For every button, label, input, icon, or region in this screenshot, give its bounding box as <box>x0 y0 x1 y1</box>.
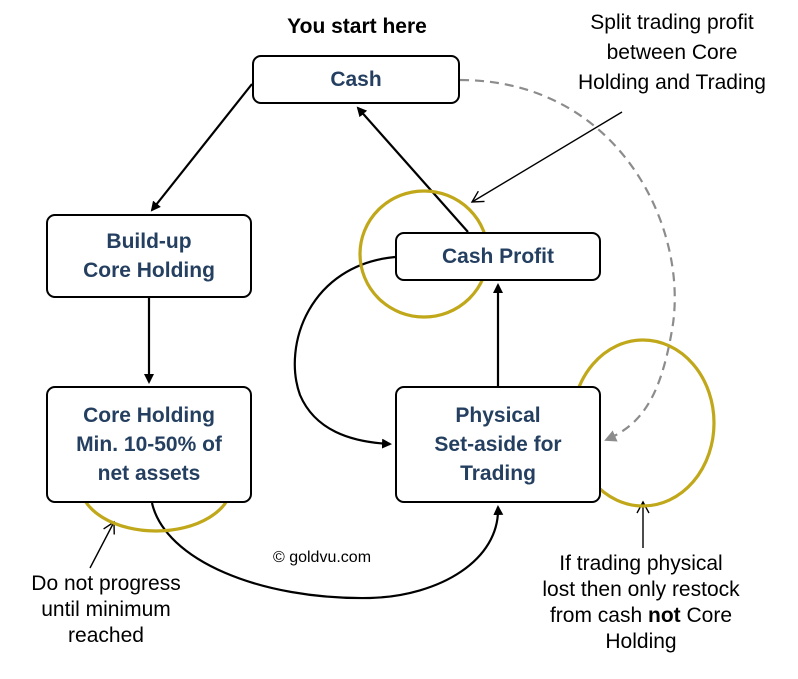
note-split-line2: between Core <box>606 41 738 64</box>
copyright-text: © goldvu.com <box>272 549 372 566</box>
note-trading-restock: If trading physical lost then only resto… <box>511 551 771 655</box>
note-progress-line3: reached <box>68 624 144 647</box>
note-progress-line1: Do not progress <box>31 572 181 595</box>
node-coreholding-line3: net assets <box>97 462 201 485</box>
node-core-holding: Core Holding Min. 10-50% of net assets <box>46 386 252 503</box>
note-trading-line4: Holding <box>605 630 677 653</box>
node-coreholding-line1: Core Holding <box>83 404 215 427</box>
pointer-progress-note <box>89 520 115 569</box>
node-cashprofit-label: Cash Profit <box>441 245 554 268</box>
note-do-not-progress: Do not progress until minimum reached <box>6 571 206 649</box>
node-physical-trading: Physical Set-aside for Trading <box>395 386 601 503</box>
node-cash-profit: Cash Profit <box>395 232 601 281</box>
note-split-line1: Split trading profit <box>590 11 754 34</box>
note-trading-line3: from cash not Core <box>511 603 771 629</box>
note-trading-line3-bold: not <box>648 604 681 627</box>
note-trading-line1: If trading physical <box>559 552 723 575</box>
note-trading-line3-post: Core <box>680 604 733 627</box>
node-buildup-core-holding: Build-up Core Holding <box>46 214 252 298</box>
node-buildup-line2: Core Holding <box>83 259 215 282</box>
arrow-cashprofit-loop-to-physical <box>293 255 396 449</box>
start-label-text: You start here <box>287 15 427 38</box>
node-physical-line1: Physical <box>455 404 541 427</box>
note-trading-line2: lost then only restock <box>542 578 740 601</box>
node-cash: Cash <box>252 55 460 104</box>
node-cash-label: Cash <box>330 68 382 91</box>
arrow-coreholding-to-physical <box>150 502 504 600</box>
note-split-line3: Holding and Trading <box>578 71 766 94</box>
start-label: You start here <box>262 14 452 40</box>
note-split-profit: Split trading profit between Core Holdin… <box>552 8 792 98</box>
arrow-cash-to-buildup <box>150 83 253 212</box>
arrow-cashprofit-to-cash <box>356 106 469 233</box>
note-progress-line2: until minimum <box>41 598 171 621</box>
node-physical-line2: Set-aside for <box>434 433 562 456</box>
dashed-arrow-cash-to-physical <box>459 78 676 442</box>
pointer-split-note <box>470 111 623 203</box>
node-coreholding-line2: Min. 10-50% of <box>76 433 222 456</box>
node-physical-line3: Trading <box>460 462 536 485</box>
note-trading-line3-pre: from cash <box>549 604 648 627</box>
copyright-label: © goldvu.com <box>232 547 412 569</box>
node-buildup-line1: Build-up <box>106 230 192 253</box>
